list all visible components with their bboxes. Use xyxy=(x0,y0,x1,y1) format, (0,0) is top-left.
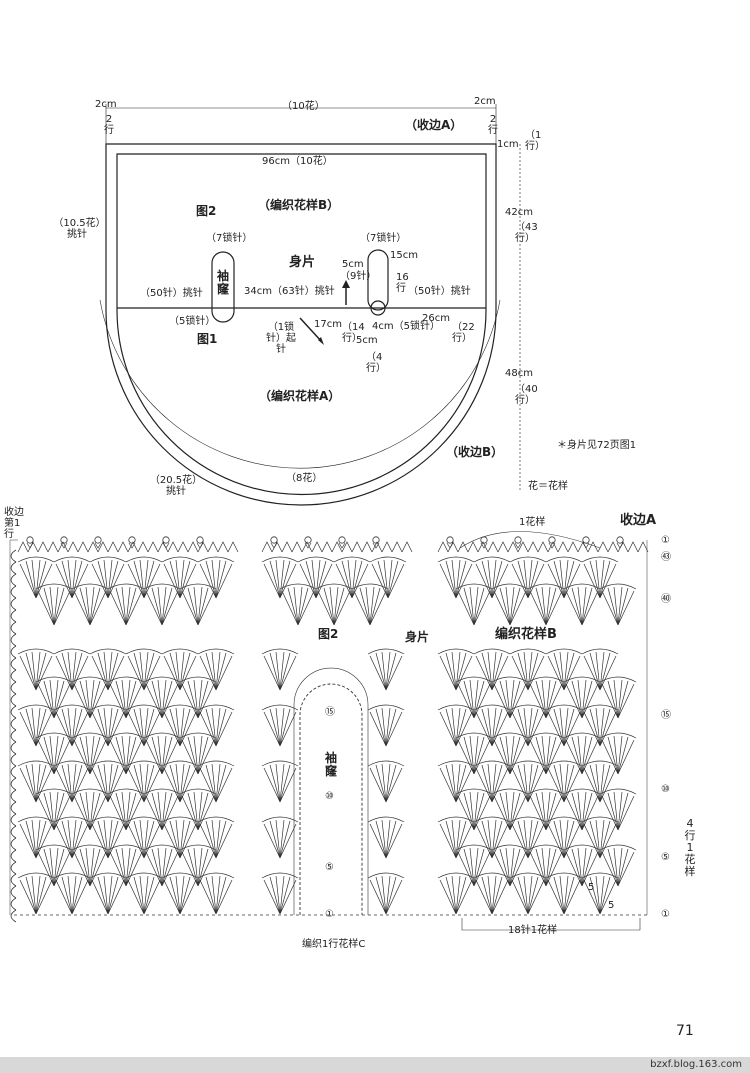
right-48cm: 48cm xyxy=(505,368,533,379)
left-side-pick: （10.5花）挑针 xyxy=(53,218,101,240)
sleeve-marker-10: ⑩ xyxy=(325,791,334,802)
bottom-repeat: 18针1花样 xyxy=(508,925,558,936)
bottom-left-pick: （20.5花）挑针 xyxy=(149,475,203,497)
pick-left: （50针）挑针 xyxy=(140,288,203,299)
start-stitch: （1锁针）起针 xyxy=(266,322,296,355)
left-5chain: （5锁针） xyxy=(169,316,216,327)
bottom-note: 编织1行花样C xyxy=(302,939,366,950)
inner-width: 96cm（10花） xyxy=(262,156,333,167)
schematic-diagram xyxy=(99,104,521,506)
measure-15cm: 15cm xyxy=(390,250,418,261)
sleeve-marker-5: ⑤ xyxy=(325,862,334,873)
sleeve-marker-15: ⑮ xyxy=(325,707,335,718)
measure-26cm: 26cm xyxy=(422,313,450,324)
top-right-rows: 2行 xyxy=(488,114,498,136)
top-right-1cm: 1cm xyxy=(497,139,519,150)
sleeve-marker-1: ① xyxy=(325,909,334,920)
note-reference: ＊身片见72页图1 xyxy=(557,440,637,451)
top-right-1row: （1行） xyxy=(525,130,545,152)
edge-marker-43: ㊸ xyxy=(661,552,671,563)
measure-16rows: 16行 xyxy=(396,272,409,294)
flower-definition: 花＝花样 xyxy=(528,481,568,492)
chart-body: 身片 xyxy=(405,630,430,644)
repeat-rows: 4行1花样 xyxy=(684,817,696,878)
measure-34cm: 34cm（63针）挑针 xyxy=(244,286,335,297)
row-marker-5: ⑤ xyxy=(661,852,670,863)
sleeve-opening-left xyxy=(211,251,235,323)
stitch-count-5b: 5 xyxy=(608,900,615,911)
top-left-width: 2cm xyxy=(95,99,117,110)
row-marker-1: ① xyxy=(661,909,670,920)
armhole-frame xyxy=(299,683,363,915)
pick-right: （50针）挑针 xyxy=(408,286,471,297)
edge-marker-40: ㊵ xyxy=(661,594,671,605)
sleeve-label: 袖窿 xyxy=(216,269,229,296)
one-repeat: 1花样 xyxy=(519,517,546,528)
chart-sleeve: 袖窿 xyxy=(324,751,337,778)
top-right-width: 2cm xyxy=(474,96,496,107)
bottom-middle-repeat: （8花） xyxy=(286,473,323,484)
inner-border xyxy=(116,153,487,496)
row-marker-15: ⑮ xyxy=(661,710,671,721)
measure-5cm-b: 5cm xyxy=(356,335,378,346)
measure-4rows: （4行） xyxy=(366,352,386,374)
measure-4cm: 4cm（5锁针） xyxy=(372,321,440,332)
chart-edging-a: 收边A xyxy=(620,513,657,528)
sleeve-left-chain: （7锁针） xyxy=(206,233,253,244)
right-42cm: 42cm xyxy=(505,207,533,218)
edging-a-label: （收边A） xyxy=(405,118,463,132)
edging-b-label: （收边B） xyxy=(446,445,504,459)
stitch-count-5a: 5 xyxy=(588,882,595,893)
sleeve-right-chain: （7锁针） xyxy=(360,233,407,244)
page-number: 71 xyxy=(676,1023,694,1039)
measure-17cm: 17cm xyxy=(314,319,342,330)
body-label: 身片 xyxy=(289,255,316,270)
pattern-a-label: （编织花样A） xyxy=(259,389,341,403)
fig2-label: 图2 xyxy=(196,204,217,218)
measure-9st: （9针） xyxy=(340,271,377,282)
footer-bar: bzxf.blog.163.com xyxy=(0,1057,750,1073)
pattern-b-label: （编织花样B） xyxy=(258,198,340,212)
top-left-rows: 2行 xyxy=(104,114,114,136)
row-marker-10: ⑩ xyxy=(661,784,670,795)
edging-first-row: 收边第1行 xyxy=(4,507,24,540)
edge-marker-1: ① xyxy=(661,535,670,546)
outer-border xyxy=(105,143,497,506)
measure-5cm: 5cm xyxy=(342,259,364,270)
top-middle-repeat: （10花） xyxy=(282,101,325,112)
watermark: bzxf.blog.163.com xyxy=(650,1059,742,1070)
chart-pattern-b: 编织花样B xyxy=(495,627,557,642)
fig1-label: 图1 xyxy=(197,332,218,346)
chart-fig2: 图2 xyxy=(318,627,339,641)
sleeve-opening-right xyxy=(367,249,389,311)
